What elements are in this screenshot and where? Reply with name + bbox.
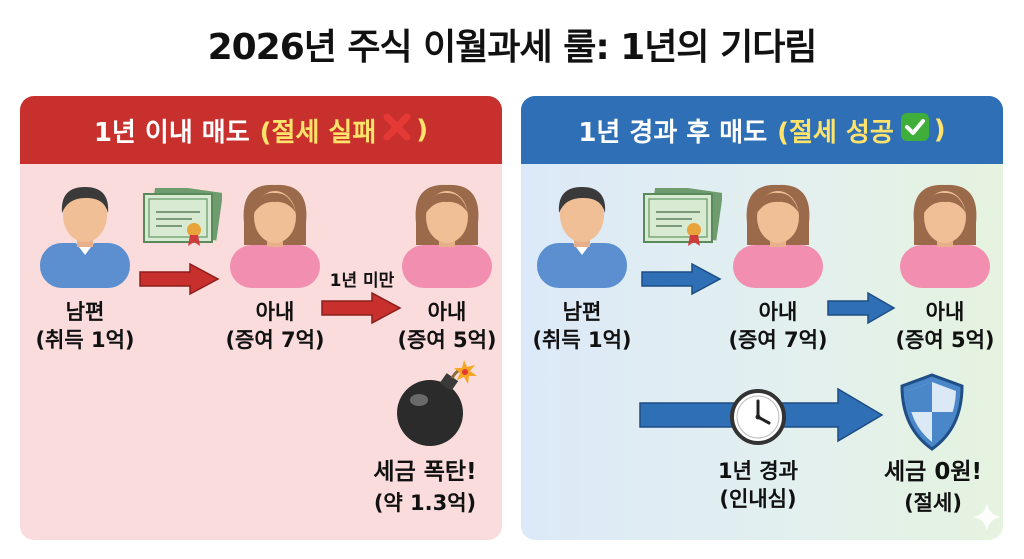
bomb-icon bbox=[397, 360, 477, 446]
shield-icon bbox=[900, 373, 964, 451]
cross-mark-icon bbox=[382, 112, 412, 149]
zero-tax-detail: (절세) bbox=[904, 491, 962, 515]
sparkle-icon bbox=[973, 503, 1001, 531]
husband-detail: (취득 1억) bbox=[35, 328, 135, 352]
certificate-icon-right bbox=[643, 188, 722, 247]
wife1-label-left: 아내 (증여 7억) bbox=[210, 298, 340, 354]
wife2-detail: (증여 5억) bbox=[397, 328, 497, 352]
timeline-detail: (인내심) bbox=[719, 487, 797, 511]
wife1-name: 아내 bbox=[255, 300, 295, 324]
wife1-detail: (증여 7억) bbox=[728, 328, 828, 352]
arrow-label-under-one-year: 1년 미만 bbox=[329, 271, 395, 291]
husband-name: 남편 bbox=[562, 300, 602, 324]
wife2-label-left: 아내 (증여 5억) bbox=[382, 298, 512, 354]
husband-avatar-right bbox=[537, 187, 627, 288]
right-panel: 1년 경과 후 매도 (절세 성공 ) bbox=[521, 96, 1003, 540]
arrow-right-icon bbox=[139, 262, 220, 296]
wife1-detail: (증여 7억) bbox=[225, 328, 325, 352]
wife-avatar-right-1 bbox=[733, 184, 823, 288]
wife1-label-right: 아내 (증여 7억) bbox=[713, 298, 843, 354]
timeline-title: 1년 경과 bbox=[718, 459, 798, 483]
arrow-right-icon bbox=[827, 291, 896, 325]
wife2-name: 아내 bbox=[925, 300, 965, 324]
wife2-label-right: 아내 (증여 5억) bbox=[880, 298, 1010, 354]
arrow-right-icon bbox=[321, 291, 402, 325]
zero-tax-label: 세금 0원! (절세) bbox=[863, 457, 1003, 519]
wife2-name: 아내 bbox=[427, 300, 467, 324]
right-panel-highlight: (절세 성공 bbox=[777, 117, 894, 148]
wife-avatar-right-2 bbox=[900, 184, 990, 288]
husband-name: 남편 bbox=[65, 300, 105, 324]
husband-label-left: 남편 (취득 1억) bbox=[20, 298, 150, 354]
left-panel: 1년 이내 매도 (절세 실패 ) bbox=[20, 96, 502, 540]
left-panel-heading: 1년 이내 매도 bbox=[93, 117, 250, 148]
right-panel-header: 1년 경과 후 매도 (절세 성공 ) bbox=[521, 96, 1003, 164]
check-mark-icon bbox=[900, 112, 930, 149]
arrow-right-icon bbox=[641, 262, 722, 296]
husband-avatar-left bbox=[40, 187, 130, 288]
wife1-name: 아내 bbox=[758, 300, 798, 324]
right-panel-heading: 1년 경과 후 매도 bbox=[578, 117, 768, 148]
page-title: 2026년 주식 이월과세 룰: 1년의 기다림 bbox=[207, 27, 818, 68]
tax-bomb-detail: (약 1.3억) bbox=[373, 491, 477, 515]
left-panel-highlight: (절세 실패 bbox=[259, 117, 377, 148]
certificate-icon-left bbox=[143, 188, 222, 247]
zero-tax-title: 세금 0원! bbox=[884, 459, 982, 485]
tax-bomb-title: 세금 폭탄! bbox=[373, 459, 477, 485]
husband-label-right: 남편 (취득 1억) bbox=[517, 298, 647, 354]
right-panel-highlight-end: ) bbox=[933, 115, 946, 145]
timeline-label: 1년 경과 (인내심) bbox=[693, 457, 823, 513]
left-panel-highlight-end: ) bbox=[416, 115, 429, 145]
wife2-detail: (증여 5억) bbox=[895, 328, 995, 352]
husband-detail: (취득 1억) bbox=[532, 328, 632, 352]
tax-bomb-label: 세금 폭탄! (약 1.3억) bbox=[355, 457, 495, 519]
left-panel-header: 1년 이내 매도 (절세 실패 ) bbox=[20, 96, 502, 164]
clock-icon bbox=[730, 389, 786, 445]
